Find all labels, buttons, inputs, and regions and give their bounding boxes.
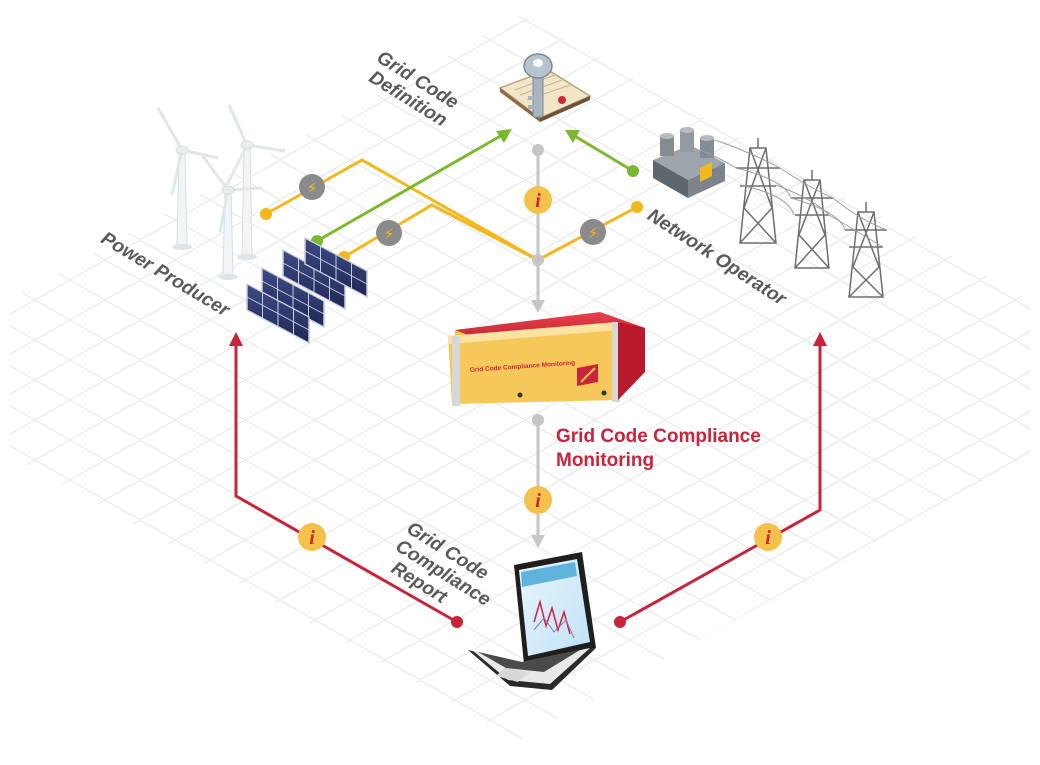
- arrow-head-icon: [229, 332, 243, 346]
- info-badge: i: [754, 523, 782, 551]
- data-node-top: [532, 144, 544, 156]
- label-line: Grid Code Compliance: [556, 426, 761, 447]
- report-lines: [234, 345, 822, 624]
- definition-lines: [316, 132, 634, 243]
- info-icon: i: [535, 490, 541, 512]
- arrow-head-icon: [565, 130, 580, 143]
- info-badge: i: [524, 186, 552, 214]
- arrow-head-icon: [496, 129, 512, 143]
- info-badge: i: [524, 486, 552, 514]
- info-icon: i: [535, 190, 541, 212]
- energy-line-wind: [265, 158, 539, 262]
- power-badge: ⚡: [580, 219, 606, 245]
- power-icon: ⚡: [307, 179, 318, 197]
- solar-panel-icon: [246, 236, 368, 345]
- power-pylon-icon: [699, 138, 888, 298]
- arrow-head-icon: [813, 332, 827, 346]
- monitoring-device-icon: Grid Code Compliance Monitoring: [448, 312, 645, 406]
- power-icon: ⚡: [588, 224, 599, 242]
- energy-node-operator: [631, 201, 643, 213]
- info-badge: i: [298, 523, 326, 551]
- report-node-left: [451, 616, 463, 628]
- laptop-icon: [468, 552, 596, 690]
- data-node-middle: [532, 254, 544, 266]
- wind-turbine-icon: [156, 104, 286, 280]
- key-document-icon: [498, 53, 592, 122]
- report-node-right: [614, 616, 626, 628]
- arrow-head-icon: [531, 535, 545, 548]
- label-line: Monitoring: [556, 450, 655, 471]
- definition-line-producer: [316, 132, 505, 243]
- info-icon: i: [765, 527, 771, 549]
- energy-line-solar: [343, 203, 539, 262]
- energy-node-wind: [260, 208, 272, 220]
- info-icon: i: [309, 527, 315, 549]
- power-badge: ⚡: [376, 220, 402, 246]
- power-icon: ⚡: [384, 225, 395, 243]
- substation-icon: [653, 127, 725, 198]
- definition-node-operator: [627, 165, 639, 177]
- label-compliance-monitoring: Grid Code Compliance Monitoring: [556, 425, 761, 473]
- data-node-device: [532, 414, 544, 426]
- power-badge: ⚡: [299, 174, 325, 200]
- definition-line-operator: [572, 133, 634, 173]
- arrow-head-icon: [531, 300, 545, 313]
